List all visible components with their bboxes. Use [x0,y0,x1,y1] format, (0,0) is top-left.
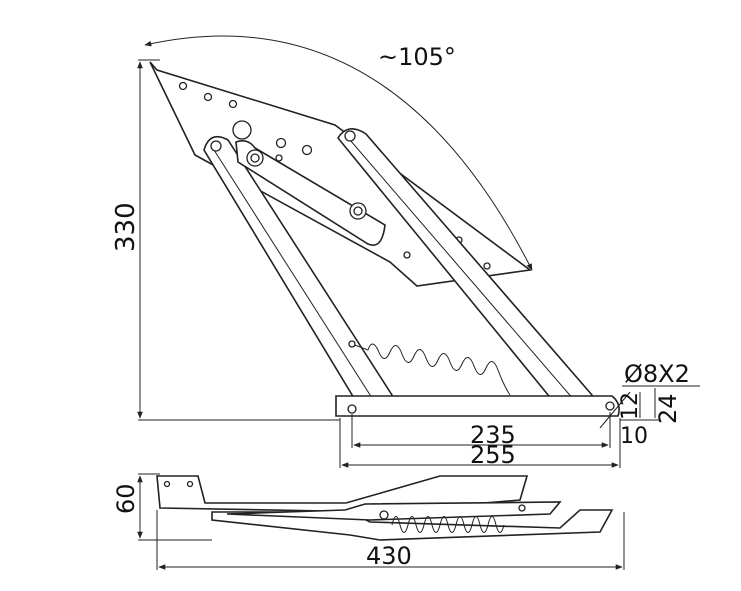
base-hole [605,401,615,411]
base-hole [347,404,357,414]
plate-hole [275,137,287,149]
span-235-label: 235 [470,421,516,449]
span-255-label: 255 [470,441,516,469]
angle-label: ~105° [378,43,456,71]
link-pivot-inner [250,153,260,163]
pivot-pin [210,140,222,152]
front-arm-inner [349,139,575,401]
plate-hole [483,262,491,270]
offset-10-label: 10 [620,424,648,449]
side-spring [391,516,505,533]
front-view [137,35,700,468]
offset-24-label: 24 [654,393,682,424]
plate-hole [232,120,252,140]
offset-12-label: 12 [618,392,643,420]
base-plate [335,395,620,417]
side-height-60-label: 60 [112,483,140,514]
side-view [137,473,625,570]
total-length-430-label: 430 [366,542,412,570]
link-rivet [275,154,283,162]
plate-hole [178,81,188,91]
plate-hole [403,251,411,259]
hole-spec-label: Ø8X2 [624,360,690,388]
pivot-pin [344,130,356,142]
plate-hole [203,92,213,102]
side-arm [226,501,562,521]
link-pivot-inner [353,206,363,216]
plate-hole [228,99,238,109]
plate-hole [301,144,313,156]
height-330-label: 330 [111,202,141,252]
